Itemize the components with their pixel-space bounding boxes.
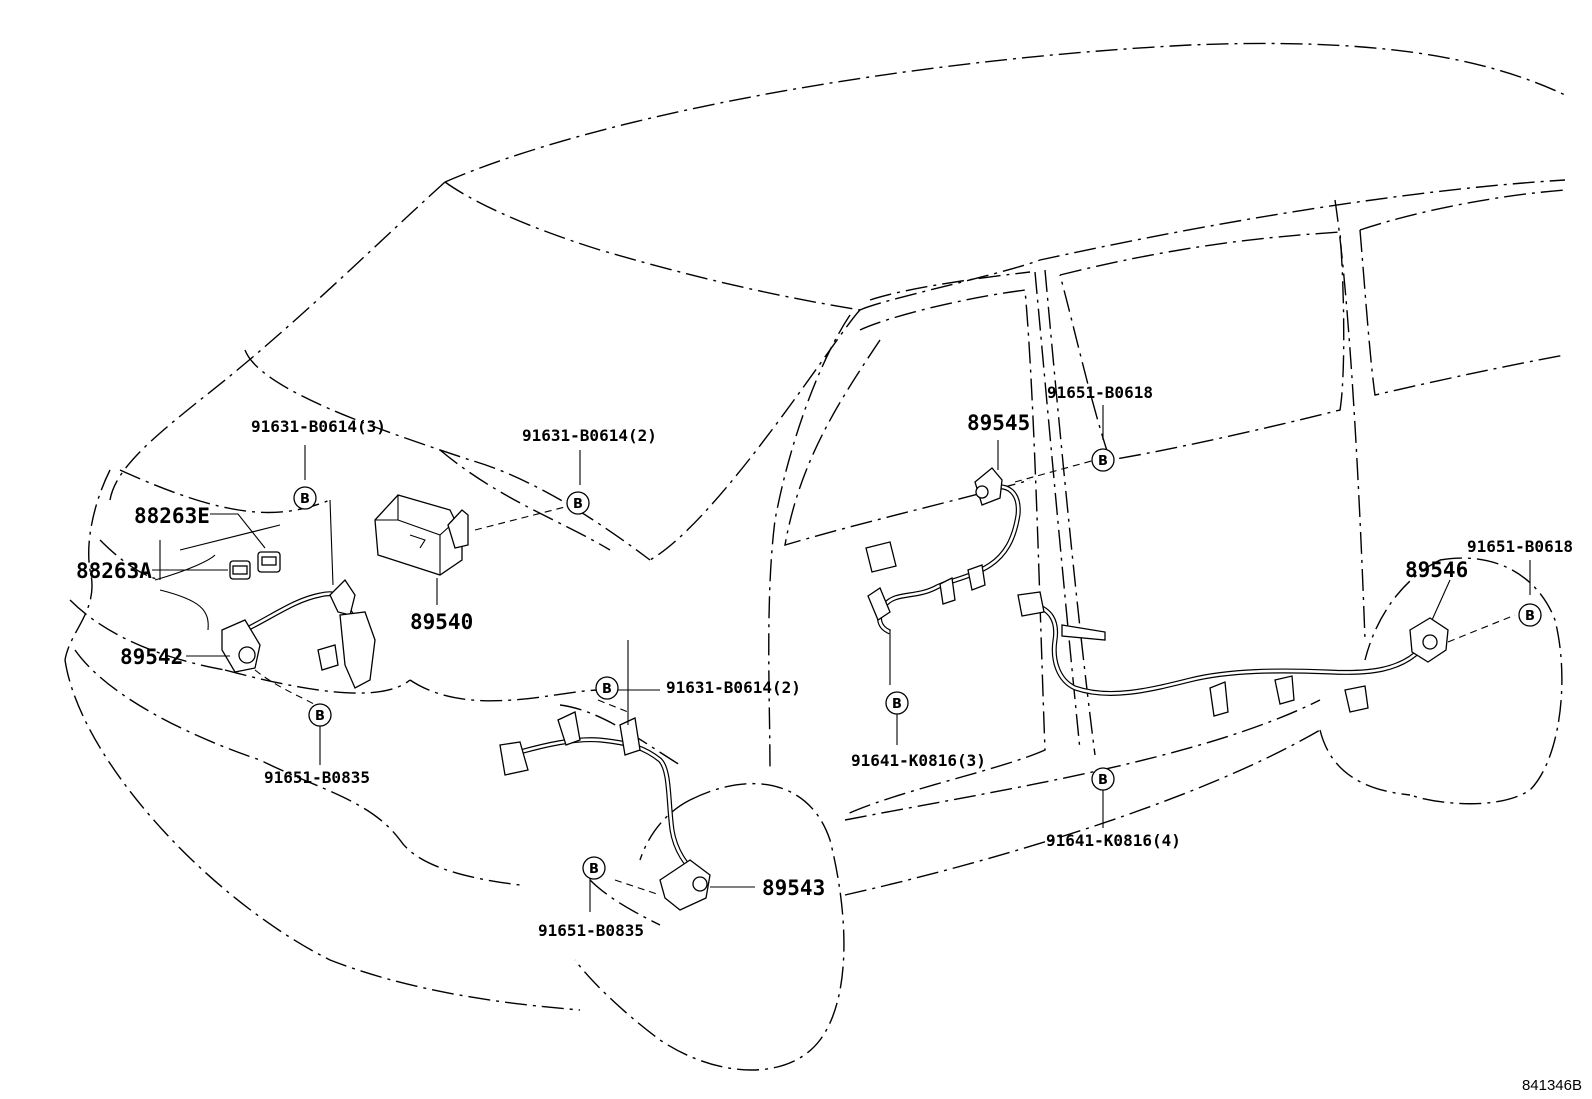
label-89540: 89540 <box>410 610 473 634</box>
bolt-marker-4: B <box>308 703 332 727</box>
svg-text:B: B <box>573 497 583 512</box>
label-91651-b0618-right: 91651-B0618 <box>1467 537 1573 556</box>
front-left-speed-sensor-89542 <box>221 499 376 689</box>
bolt-marker-6: B <box>1091 448 1115 472</box>
label-91651-b0835-bottom: 91651-B0835 <box>538 921 644 940</box>
impact-sensor-88263 <box>154 524 281 631</box>
bolt-marker-8: B <box>1091 767 1115 791</box>
bolt-marker-5: B <box>582 856 606 880</box>
svg-text:B: B <box>1098 773 1108 788</box>
rear-harness-89545 <box>865 467 1021 685</box>
label-91651-b0835-left: 91651-B0835 <box>264 768 370 787</box>
rear-wheel <box>1319 557 1563 805</box>
bolt-marker-1: B <box>293 486 317 510</box>
label-88263a: 88263A <box>76 559 152 583</box>
label-89546: 89546 <box>1405 558 1468 582</box>
leader-lines <box>152 405 1531 912</box>
label-91631-b0614-3: 91631-B0614(3) <box>251 417 386 436</box>
front-right-speed-sensor-89543 <box>499 640 711 911</box>
svg-text:B: B <box>892 697 902 712</box>
label-91641-k0816-4: 91641-K0816(4) <box>1046 831 1181 850</box>
svg-text:B: B <box>300 492 310 507</box>
vehicle-body-outline <box>64 42 1566 1011</box>
label-91631-b0614-2-mid: 91631-B0614(2) <box>666 678 801 697</box>
svg-text:B: B <box>602 682 612 697</box>
front-wheel <box>574 782 845 1071</box>
svg-text:B: B <box>589 862 599 877</box>
label-91651-b0618-center: 91651-B0618 <box>1047 383 1153 402</box>
illustration-number: 841346B <box>1522 1077 1582 1094</box>
bolt-marker-3: B <box>595 676 619 700</box>
label-89543: 89543 <box>762 876 825 900</box>
abs-actuator-89540 <box>374 494 469 576</box>
label-88263e: 88263E <box>134 504 210 528</box>
svg-text:B: B <box>1098 454 1108 469</box>
rear-axle-harness-89546 <box>1017 591 1449 717</box>
bolt-marker-7: B <box>885 691 909 715</box>
bolt-marker-9: B <box>1518 603 1542 627</box>
label-91641-k0816-3: 91641-K0816(3) <box>851 751 986 770</box>
svg-text:B: B <box>315 709 325 724</box>
label-89542: 89542 <box>120 645 183 669</box>
label-89545: 89545 <box>967 411 1030 435</box>
svg-text:B: B <box>1525 609 1535 624</box>
label-91631-b0614-2-top: 91631-B0614(2) <box>522 426 657 445</box>
bolt-marker-2: B <box>566 491 590 515</box>
